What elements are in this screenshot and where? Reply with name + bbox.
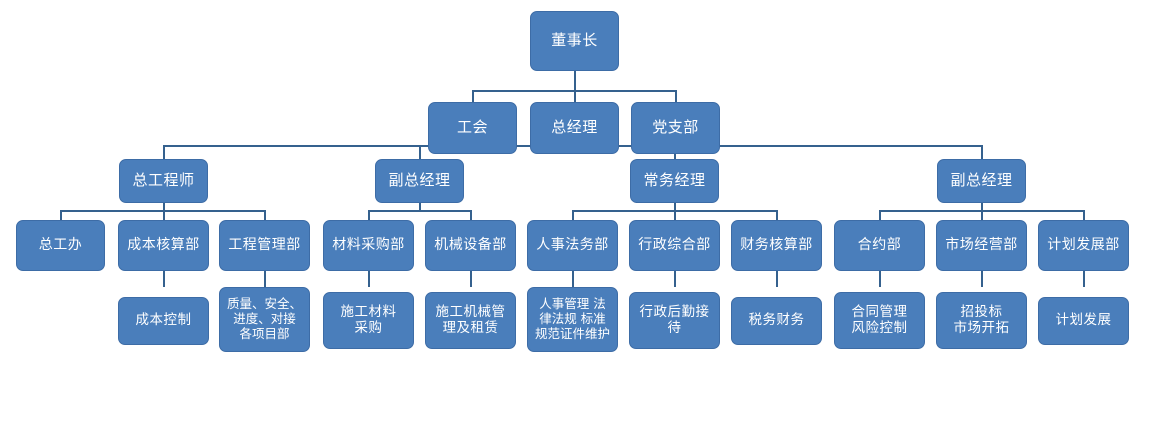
node-chief-engineer-office[interactable]: 总工办: [16, 220, 105, 271]
node-admin-logistics[interactable]: 行政后勤接 待: [629, 292, 720, 349]
node-admin-general[interactable]: 行政综合部: [629, 220, 720, 271]
connector-row2-party-up: [675, 90, 677, 102]
node-material-procurement[interactable]: 材料采购部: [323, 220, 414, 271]
connector-deputy1-bus: [368, 210, 471, 212]
connector-contract-up: [879, 210, 881, 220]
connector-costacct-down: [163, 271, 165, 287]
node-deputy-gm-1[interactable]: 副总经理: [375, 159, 464, 203]
node-project-management[interactable]: 工程管理部: [219, 220, 310, 271]
connector-row2-union-up: [472, 90, 474, 102]
node-hr-legal[interactable]: 人事法务部: [527, 220, 618, 271]
connector-projmgmt-down: [264, 271, 266, 287]
node-deputy-gm-2[interactable]: 副总经理: [937, 159, 1026, 203]
node-machinery-equipment[interactable]: 机械设备部: [425, 220, 516, 271]
node-contract[interactable]: 合约部: [834, 220, 925, 271]
node-bidding-market[interactable]: 招投标 市场开拓: [936, 292, 1027, 349]
connector-admingen-down: [674, 271, 676, 287]
connector-row3-deputy1-up: [419, 145, 421, 159]
connector-chiefoffice-up: [60, 210, 62, 220]
node-contract-management[interactable]: 合同管理 风险控制: [834, 292, 925, 349]
connector-row3-deputy2-up: [981, 145, 983, 159]
connector-chiefeng-down: [163, 203, 165, 211]
node-tax-finance[interactable]: 税务财务: [731, 297, 822, 345]
connector-row2-gm-up: [574, 90, 576, 102]
connector-deputy2-down: [981, 203, 983, 211]
connector-admingen-up: [674, 210, 676, 220]
connector-matproc-down: [368, 271, 370, 287]
connector-exec-down: [674, 203, 676, 211]
connector-planning-up: [1083, 210, 1085, 220]
node-union[interactable]: 工会: [428, 102, 517, 154]
node-quality-safety[interactable]: 质量、安全、 进度、对接 各项目部: [219, 287, 310, 352]
node-cost-control[interactable]: 成本控制: [118, 297, 209, 345]
connector-deputy1-down: [419, 203, 421, 211]
connector-machinery-down: [470, 271, 472, 287]
node-hr-management[interactable]: 人事管理 法 律法规 标准 规范证件维护: [527, 287, 618, 352]
connector-row3-chiefeng-up: [163, 145, 165, 159]
connector-chairman-down: [574, 71, 576, 91]
connector-hrlegal-up: [572, 210, 574, 220]
node-general-manager[interactable]: 总经理: [530, 102, 619, 154]
connector-market-up: [981, 210, 983, 220]
node-planning-dev[interactable]: 计划发展: [1038, 297, 1129, 345]
node-construction-machinery[interactable]: 施工机械管 理及租赁: [425, 292, 516, 349]
connector-finance-up: [776, 210, 778, 220]
node-cost-accounting[interactable]: 成本核算部: [118, 220, 209, 271]
connector-market-down: [981, 271, 983, 287]
connector-contract-down: [879, 271, 881, 287]
connector-planning-down: [1083, 271, 1085, 287]
node-construction-material[interactable]: 施工材料 采购: [323, 292, 414, 349]
node-planning-development[interactable]: 计划发展部: [1038, 220, 1129, 271]
connector-costacct-up: [163, 210, 165, 220]
node-chief-engineer[interactable]: 总工程师: [119, 159, 208, 203]
connector-matproc-up: [368, 210, 370, 220]
connector-projmgmt-up: [264, 210, 266, 220]
node-market-operation[interactable]: 市场经营部: [936, 220, 1027, 271]
connector-hrlegal-down: [572, 271, 574, 287]
node-executive-manager[interactable]: 常务经理: [630, 159, 719, 203]
node-party-branch[interactable]: 党支部: [631, 102, 720, 154]
connector-machinery-up: [470, 210, 472, 220]
connector-finance-down: [776, 271, 778, 287]
connector-chiefeng-bus: [60, 210, 265, 212]
node-chairman[interactable]: 董事长: [530, 11, 619, 71]
node-finance-accounting[interactable]: 财务核算部: [731, 220, 822, 271]
